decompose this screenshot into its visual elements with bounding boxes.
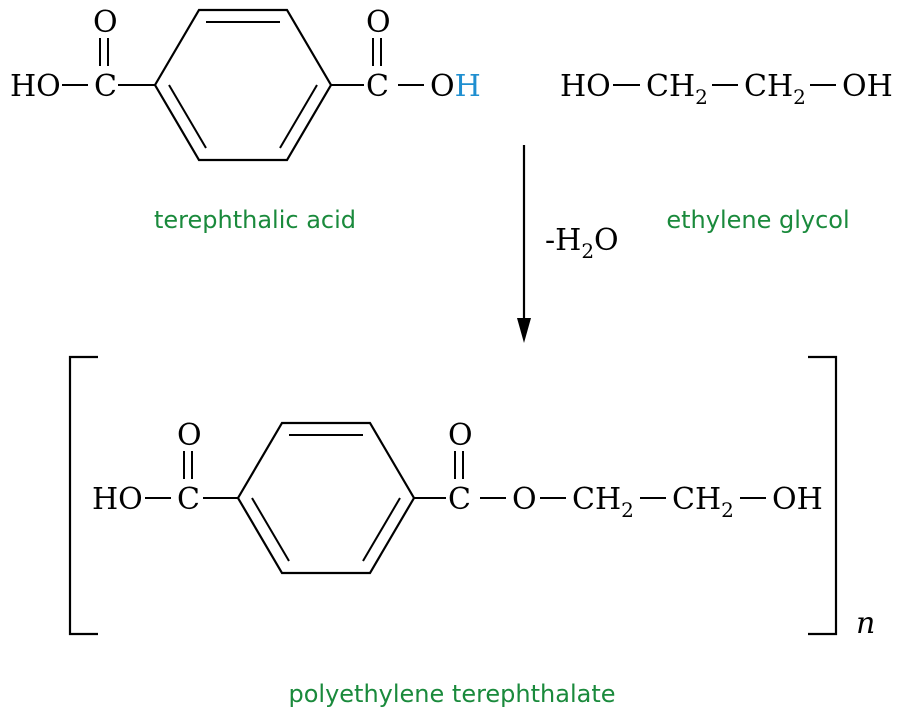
acid-right-carbonyl-oxygen: O — [366, 5, 391, 40]
ethylene-glycol-structure: HO CH2 CH2 OH — [560, 69, 893, 109]
left-bracket — [68, 355, 98, 636]
glycol-ch2-a: CH2 — [646, 69, 708, 109]
pet-ring-double-bond-3 — [362, 497, 401, 562]
water-byproduct: -H2O — [545, 223, 619, 263]
acid-ring-double-bond-3 — [279, 84, 318, 149]
acid-ring-double-bond-2 — [168, 84, 207, 149]
pet-ester-oxygen: O — [512, 482, 537, 517]
pet-label: polyethylene terephthalate — [288, 680, 615, 708]
glycol-ch2-b: CH2 — [744, 69, 806, 109]
pet-right-carbonyl-oxygen: O — [448, 418, 473, 453]
acid-removed-hydrogen: H — [455, 69, 481, 104]
pet-ch2-a: CH2 — [572, 482, 634, 522]
pet-right-hydroxyl: OH — [772, 482, 823, 517]
pet-ring-double-bond-2 — [251, 497, 290, 562]
acid-left-carbon: C — [94, 69, 117, 104]
pet-left-hydroxyl: HO — [92, 482, 143, 517]
acid-left-carbonyl-oxygen: O — [93, 5, 118, 40]
pet-repeat-unit: HO C O C O O CH2 CH2 OH n — [68, 355, 875, 641]
reaction-arrow-head — [517, 318, 531, 343]
acid-benzene-ring — [153, 8, 333, 162]
reaction-arrow — [517, 145, 531, 343]
acid-right-hydroxyl: OH — [430, 69, 481, 104]
pet-left-carbonyl-oxygen: O — [177, 418, 202, 453]
pet-benzene-ring — [236, 421, 416, 575]
pet-ch2-b: CH2 — [672, 482, 734, 522]
acid-right-carbon: C — [366, 69, 389, 104]
pet-right-carbon: C — [448, 482, 471, 517]
terephthalic-acid-structure: HO C O C O OH — [10, 5, 481, 162]
ethylene-glycol-label: ethylene glycol — [666, 206, 849, 234]
right-bracket — [808, 355, 838, 636]
terephthalic-acid-label: terephthalic acid — [154, 206, 356, 234]
glycol-left-hydroxyl: HO — [560, 69, 611, 104]
repeat-count-n: n — [856, 606, 875, 641]
glycol-right-hydroxyl: OH — [842, 69, 893, 104]
acid-left-hydroxyl: HO — [10, 69, 61, 104]
pet-left-carbon: C — [177, 482, 200, 517]
